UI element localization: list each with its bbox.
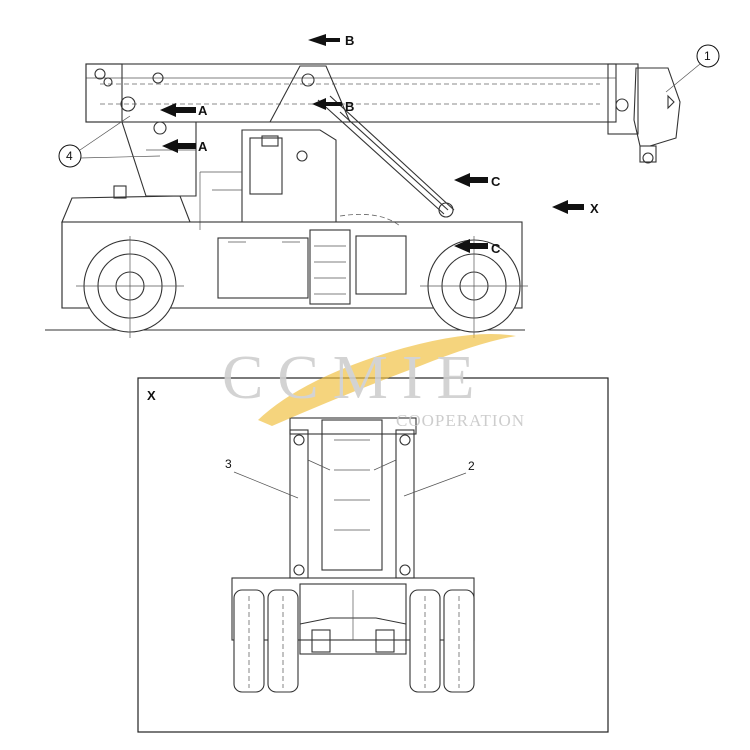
arrow-a-lower: A — [162, 139, 208, 154]
arrow-a-upper: A — [160, 103, 208, 118]
watermark-main: CCMIE — [222, 344, 488, 412]
svg-text:X: X — [147, 388, 156, 403]
svg-text:B: B — [345, 33, 354, 48]
boom — [85, 63, 639, 135]
arrow-b-mid: B — [312, 98, 354, 114]
watermark-sub: COOPERATION — [396, 411, 525, 430]
boom-frame — [269, 65, 351, 123]
svg-text:X: X — [590, 201, 599, 216]
lift-cylinder — [317, 95, 455, 218]
svg-text:4: 4 — [66, 149, 73, 163]
spreader-head — [633, 67, 681, 164]
svg-text:B: B — [345, 99, 354, 114]
tires-left — [233, 589, 299, 693]
front-wheel — [420, 236, 528, 338]
boom-pivot-support — [121, 121, 197, 197]
swoosh-icon — [258, 334, 516, 426]
tires-right — [409, 589, 475, 693]
part-1-callout: 1 — [665, 44, 720, 93]
part-4-callout: 4 — [58, 115, 161, 168]
svg-text:A: A — [198, 139, 208, 154]
part-3-callout: 3 — [225, 457, 299, 499]
arrow-x: X — [552, 200, 599, 216]
cabin — [199, 129, 337, 230]
arrow-c-lower: C — [454, 239, 501, 256]
svg-text:2: 2 — [468, 459, 475, 473]
svg-text:C: C — [491, 241, 501, 256]
svg-text:3: 3 — [225, 457, 232, 471]
arrow-b-top: B — [308, 33, 354, 48]
part-2-callout: 2 — [403, 459, 475, 497]
ccmie-watermark-logo: CCMIE COOPERATION — [222, 334, 525, 430]
view-x-inset: X — [137, 377, 609, 733]
svg-text:A: A — [198, 103, 208, 118]
lift-cylinder-right — [395, 429, 415, 579]
arrow-c-upper: C — [454, 173, 501, 189]
svg-text:1: 1 — [704, 49, 711, 63]
chassis — [61, 214, 523, 309]
svg-text:C: C — [491, 174, 501, 189]
rear-wheel — [76, 236, 184, 338]
side-view: B B A A C C X 1 — [45, 33, 720, 338]
lift-cylinder-left — [289, 429, 309, 579]
